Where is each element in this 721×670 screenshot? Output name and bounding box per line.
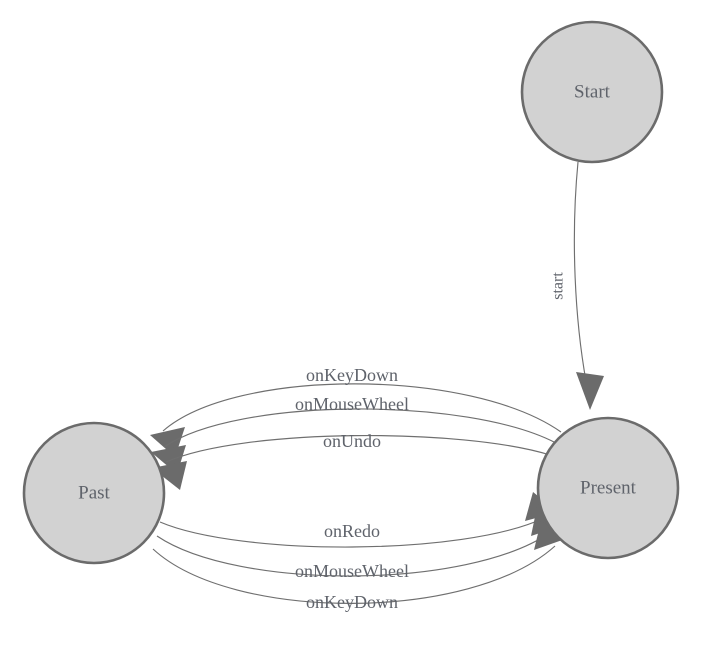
edge-past-to-present-keydown[interactable]: onKeyDown [152, 521, 568, 612]
node-present[interactable]: Present [536, 416, 680, 560]
edge-present-to-past-keydown-path [162, 383, 562, 433]
edge-label-past-to-present-redo: onRedo [324, 521, 380, 541]
edge-past-to-present-redo-path [159, 517, 545, 548]
edge-start-to-present[interactable]: start [550, 161, 604, 410]
node-start-circle [520, 20, 664, 164]
edge-start-to-present-path [573, 161, 589, 393]
edge-start-to-present-arrowhead [576, 372, 604, 410]
edge-past-to-present-keydown-arrowhead [534, 521, 568, 550]
node-past-circle [22, 421, 166, 565]
edge-past-to-present-wheel[interactable]: onMouseWheel [156, 507, 564, 581]
edge-label-start: start [550, 272, 567, 300]
edge-label-past-to-present-wheel: onMouseWheel [295, 561, 409, 581]
edge-past-to-present-wheel-path [156, 531, 552, 577]
edge-label-present-to-past-wheel: onMouseWheel [295, 394, 409, 414]
edge-present-to-past-undo-path [165, 435, 551, 463]
edge-label-present-to-past-keydown: onKeyDown [306, 365, 398, 385]
node-past[interactable]: Past [22, 421, 166, 565]
edge-present-to-past-undo[interactable]: onUndo [152, 431, 551, 490]
node-past-label: Past [78, 482, 110, 503]
edge-past-to-present-keydown-path [152, 545, 556, 604]
edge-present-to-past-wheel-path [163, 408, 557, 448]
edge-label-past-to-present-keydown: onKeyDown [306, 592, 398, 612]
node-present-circle [536, 416, 680, 560]
node-start-label: Start [574, 81, 611, 102]
edge-past-to-present-redo[interactable]: onRedo [159, 492, 558, 548]
node-present-label: Present [580, 477, 637, 498]
edge-label-present-to-past-undo: onUndo [323, 431, 381, 451]
node-start[interactable]: Start [520, 20, 664, 164]
